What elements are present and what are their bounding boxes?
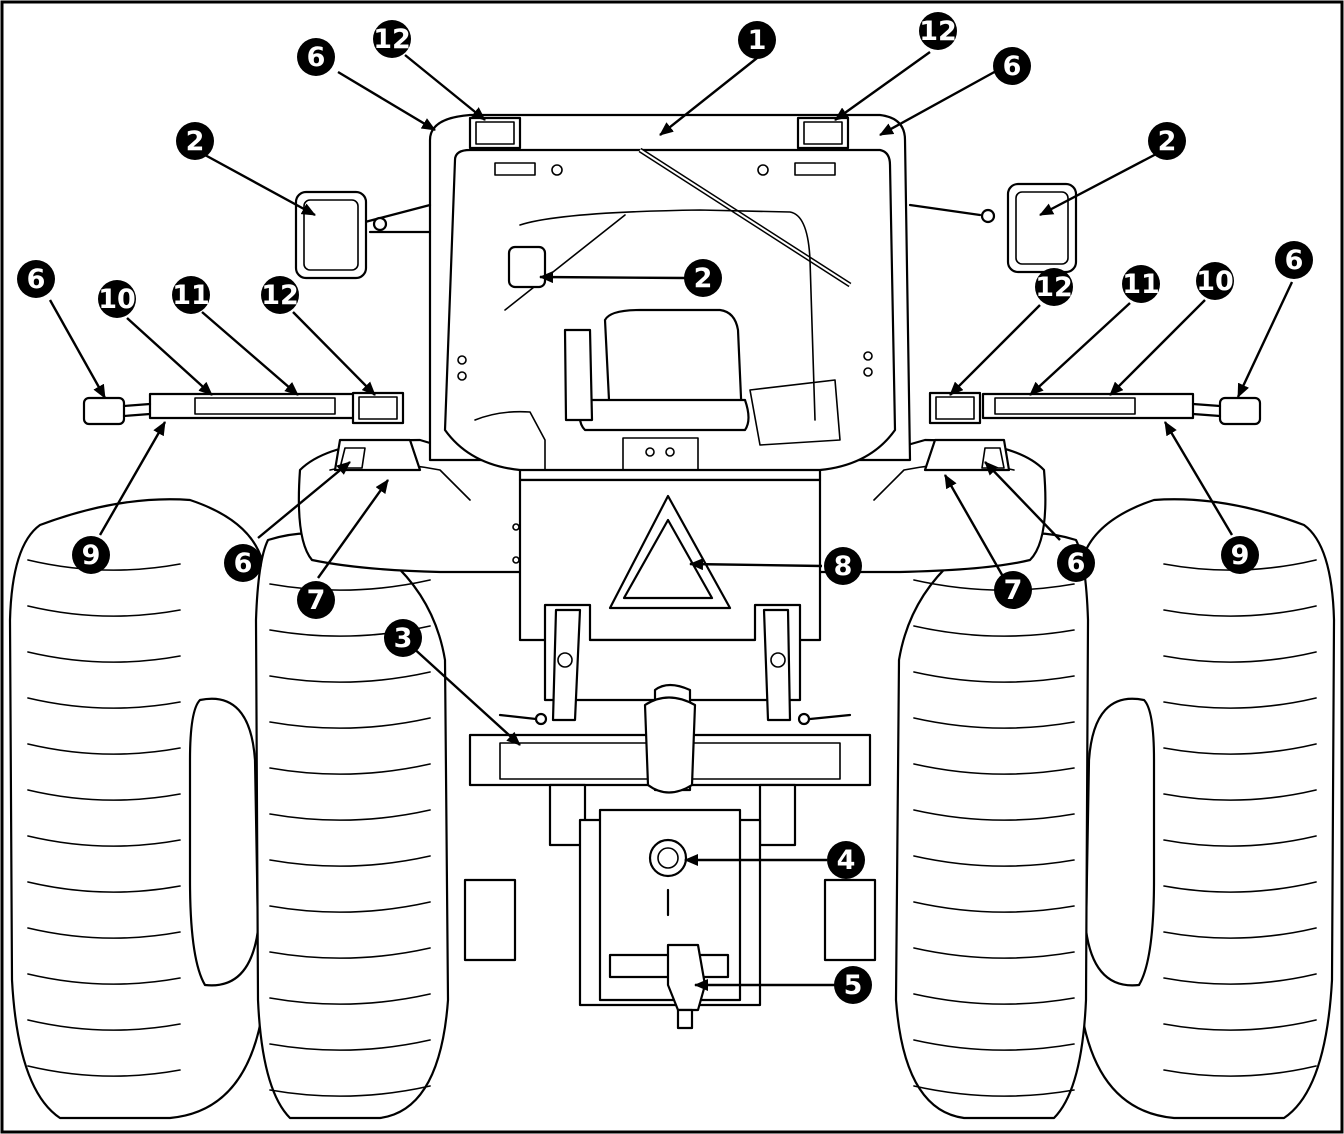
callout-2-label: 2 (186, 126, 205, 157)
callout-2-interior-mirror: 2 (684, 259, 722, 297)
leader-2-interior-mirror (539, 271, 686, 284)
leader-6-fender-right (984, 461, 1061, 541)
leader-lines (48, 51, 1294, 991)
callout-9-right: 9 (1221, 536, 1259, 574)
callout-6-label: 6 (27, 264, 46, 295)
callout-12-arm-left: 12 (261, 276, 299, 314)
leader-2-left-mirror (204, 153, 316, 217)
leader-3 (409, 644, 521, 746)
right-inner-wheel (894, 532, 1090, 1120)
callout-12-roof-right: 12 (919, 12, 957, 50)
light-extension-arms (82, 391, 1262, 426)
callout-7-left: 7 (297, 581, 335, 619)
callout-5-label: 5 (844, 970, 863, 1001)
callout-6-label: 6 (234, 548, 253, 579)
callout-4: 4 (827, 841, 865, 879)
callout-12-roof-left: 12 (373, 20, 411, 58)
callout-12-label: 12 (1035, 272, 1073, 303)
callout-6-fender-right: 6 (1057, 544, 1095, 582)
pto-housing (578, 808, 762, 1030)
callout-6-arm-left: 6 (17, 260, 55, 298)
callout-12-label: 12 (919, 16, 957, 47)
callout-12-label: 12 (373, 24, 411, 55)
callout-11-label: 11 (1122, 269, 1160, 300)
leader-12-arm-left (292, 311, 376, 396)
leader-12-arm-right (949, 304, 1041, 396)
callout-6-label: 6 (1003, 51, 1022, 82)
leader-7-right (943, 474, 1007, 581)
right-outer-wheel (1076, 498, 1336, 1120)
callout-9-label: 9 (1231, 540, 1250, 571)
leader-1 (659, 57, 758, 136)
slow-moving-vehicle-sign (608, 494, 732, 610)
callout-6-label: 6 (1285, 245, 1304, 276)
callout-7-label: 7 (307, 585, 326, 616)
leader-10-right (1109, 299, 1206, 396)
callout-1: 1 (738, 21, 776, 59)
roof-work-lights (468, 116, 850, 150)
callout-2-right-mirror: 2 (1148, 122, 1186, 160)
leader-9-right (1163, 421, 1234, 536)
callout-2-left-mirror: 2 (176, 122, 214, 160)
leader-6-arm-left (48, 299, 107, 399)
callout-3-label: 3 (394, 623, 413, 654)
callout-7-right: 7 (994, 571, 1032, 609)
leader-7-left (317, 479, 389, 579)
callout-2-label: 2 (1158, 126, 1177, 157)
cab (428, 113, 912, 472)
callout-12-label: 12 (261, 280, 299, 311)
callout-11-right: 11 (1122, 265, 1160, 303)
rear-linkage (463, 603, 877, 962)
leader-6-fender-left (257, 461, 351, 539)
callout-9-label: 9 (82, 540, 101, 571)
leader-8 (689, 558, 823, 571)
tractor-illustration (8, 113, 1336, 1120)
callout-10-right: 10 (1196, 262, 1234, 300)
callout-6-roof-left: 6 (297, 38, 335, 76)
leader-6-arm-right (1236, 281, 1294, 398)
callout-6-roof-right: 6 (993, 47, 1031, 85)
callout-9-left: 9 (72, 536, 110, 574)
callout-8-label: 8 (834, 551, 853, 582)
leader-11-left (201, 311, 299, 396)
leader-6-roof-left (337, 70, 436, 132)
callout-7-label: 7 (1004, 575, 1023, 606)
callout-3: 3 (384, 619, 422, 657)
callout-6-fender-left: 6 (224, 544, 262, 582)
leader-10-left (126, 317, 213, 396)
callout-8: 8 (824, 547, 862, 585)
left-outer-wheel (8, 498, 268, 1120)
callout-10-label: 10 (98, 284, 136, 315)
callout-bubbles: 1 2 2 2 3 4 5 6 6 6 6 6 6 7 7 8 9 9 10 1… (17, 12, 1313, 1004)
callout-1-label: 1 (748, 25, 767, 56)
leader-2-right-mirror (1039, 150, 1161, 217)
callout-2-label: 2 (694, 263, 713, 294)
callout-6-label: 6 (307, 42, 326, 73)
leader-12-roof-left (404, 54, 486, 121)
callout-11-left: 11 (172, 276, 210, 314)
callout-11-label: 11 (172, 280, 210, 311)
left-inner-wheel (254, 532, 450, 1120)
callout-4-label: 4 (837, 845, 856, 876)
callout-6-arm-right: 6 (1275, 241, 1313, 279)
callout-12-arm-right: 12 (1035, 268, 1073, 306)
fender-lamps (333, 438, 1011, 472)
leader-9-left (98, 421, 167, 536)
leader-11-right (1029, 302, 1131, 396)
callout-5: 5 (834, 966, 872, 1004)
leader-6-roof-right (879, 68, 999, 137)
callout-10-label: 10 (1196, 266, 1234, 297)
callout-6-label: 6 (1067, 548, 1086, 579)
leader-12-roof-right (834, 51, 931, 121)
callout-10-left: 10 (98, 280, 136, 318)
